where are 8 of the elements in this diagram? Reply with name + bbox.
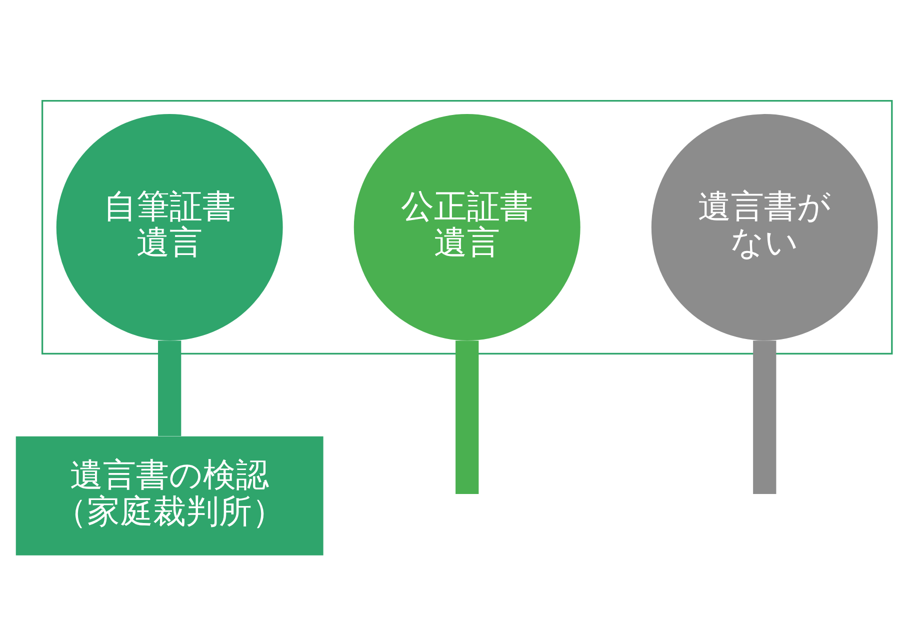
- cluster: [40, 100, 892, 355]
- connector: [752, 340, 776, 494]
- node-circle: 自筆証書遺言: [56, 114, 282, 340]
- connector: [158, 340, 181, 436]
- node-box: 遺言書の検認（家庭裁判所）: [15, 436, 323, 556]
- node-circle: 遺言書がない: [650, 114, 878, 340]
- node-circle: 公正証書遺言: [353, 114, 580, 340]
- connector: [455, 340, 478, 494]
